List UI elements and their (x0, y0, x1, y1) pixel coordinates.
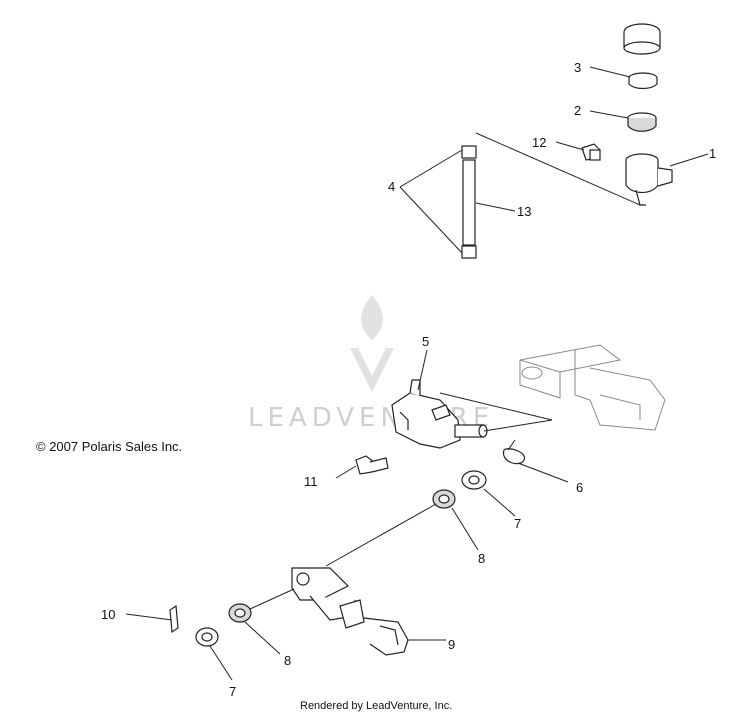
callout-8-upper: 8 (478, 551, 485, 566)
washer-part-upper (461, 470, 487, 490)
bushing-part-upper (432, 489, 456, 509)
callout-7-lower: 7 (229, 684, 236, 699)
diaphragm-part (628, 72, 658, 90)
spring-part (502, 439, 526, 465)
reservoir-cap (623, 23, 661, 55)
brake-pedal-part (291, 567, 409, 656)
callout-9: 9 (448, 637, 455, 652)
reservoir-part (625, 153, 673, 206)
washer-part-lower (195, 627, 219, 647)
seal-part (627, 112, 657, 132)
callout-7-upper: 7 (514, 516, 521, 531)
callout-numbers: 1 2 3 4 5 6 7 7 8 8 9 10 11 12 13 (101, 60, 716, 699)
rendered-by-footer: Rendered by LeadVenture, Inc. (300, 700, 453, 712)
callout-10: 10 (101, 607, 115, 622)
callout-5: 5 (422, 334, 429, 349)
master-cylinder-part (391, 379, 488, 449)
bushing-part-lower (228, 603, 252, 623)
callout-4: 4 (388, 179, 395, 194)
cotter-pin-part (169, 604, 179, 634)
callout-11: 11 (304, 474, 318, 489)
leadventure-watermark: LEADVENTURE (248, 295, 489, 433)
callout-12: 12 (532, 135, 546, 150)
callout-8-lower: 8 (284, 653, 291, 668)
fitting-part (581, 143, 601, 161)
leader-lines (125, 66, 709, 681)
callout-2: 2 (574, 103, 581, 118)
callout-1: 1 (709, 146, 716, 161)
callout-6: 6 (576, 480, 583, 495)
frame-ghost-sketch (519, 344, 666, 431)
hose-part (461, 145, 477, 259)
callout-13: 13 (517, 204, 531, 219)
callout-3: 3 (574, 60, 581, 75)
copyright-text: © 2007 Polaris Sales Inc. (36, 439, 183, 454)
bolt-part (355, 455, 389, 475)
